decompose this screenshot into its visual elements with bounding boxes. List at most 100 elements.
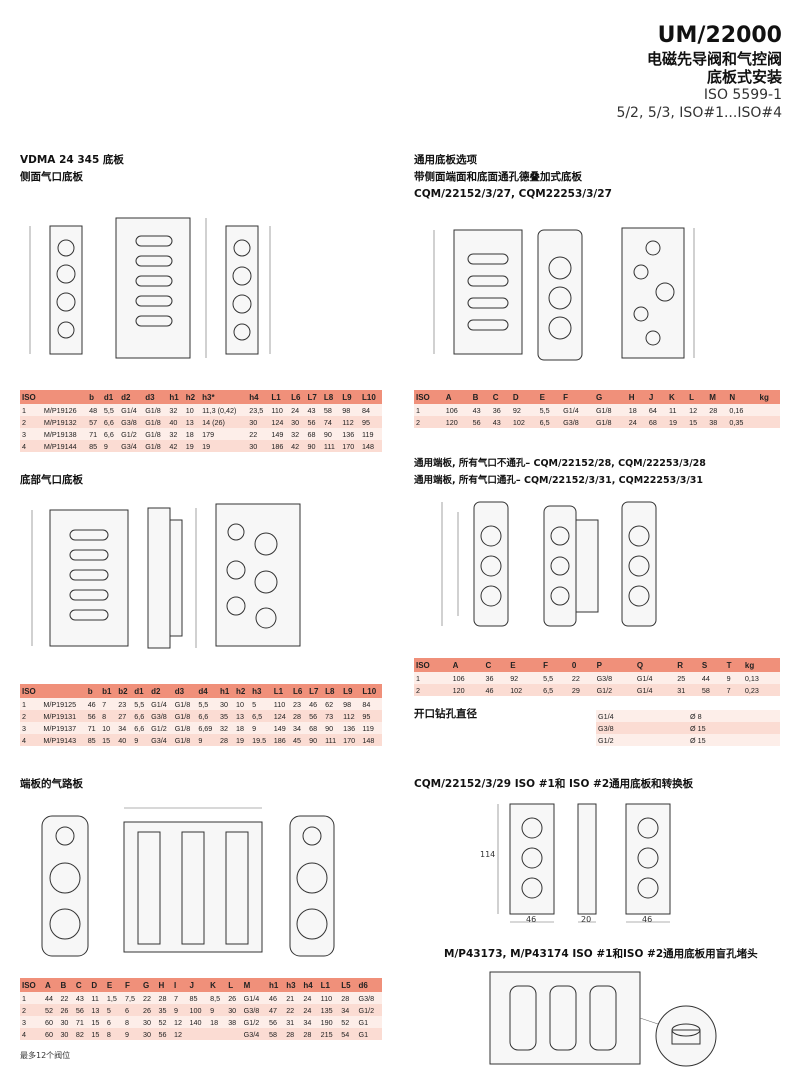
cell: G1/8 bbox=[593, 416, 627, 428]
cell: G1/2 bbox=[594, 684, 635, 696]
col-header: 0 bbox=[569, 658, 595, 672]
cell: 31 bbox=[284, 1016, 302, 1028]
cell: 135 bbox=[318, 1004, 340, 1016]
cell: 9 bbox=[171, 1004, 188, 1016]
cell: 85 bbox=[87, 440, 102, 452]
col-header: L8 bbox=[323, 684, 342, 698]
cell: 26 bbox=[58, 1004, 74, 1016]
sec5-title-line2: 通用端板, 所有气口通孔– CQM/22152/3/31, CQM22253/3… bbox=[414, 475, 704, 486]
cell: 56 bbox=[470, 416, 491, 428]
col-header: L bbox=[226, 978, 242, 992]
col-header: h1 bbox=[217, 684, 235, 698]
col-header: d3 bbox=[143, 390, 168, 404]
cell: 5,5 bbox=[196, 698, 218, 710]
sec3-note: 最多12个阀位 bbox=[20, 1051, 71, 1060]
cell: 186 bbox=[269, 440, 290, 452]
cell: 6,6 bbox=[196, 710, 218, 722]
cell: 10 bbox=[234, 698, 251, 710]
cell: 136 bbox=[340, 428, 360, 440]
cell: 23,5 bbox=[247, 404, 270, 416]
col-header: ISO bbox=[20, 978, 43, 992]
sec5-title-line1: 通用端板, 所有气口不通孔– CQM/22152/28, CQM/22253/3… bbox=[414, 458, 706, 469]
cell: 26 bbox=[141, 1004, 157, 1016]
cell: G1/8 bbox=[172, 734, 197, 746]
cell: 74 bbox=[321, 416, 341, 428]
cell bbox=[757, 404, 780, 416]
col-header: kg bbox=[742, 658, 780, 672]
cell: Ø 8 bbox=[688, 710, 780, 722]
sec4-title: 通用底板选项 带侧面端面和底面通孔德叠加式底板 CQM/22152/3/27, … bbox=[414, 152, 612, 203]
col-header: b2 bbox=[116, 684, 133, 698]
cell: 22 bbox=[569, 672, 595, 684]
cell: 9 bbox=[132, 734, 150, 746]
col-header: A bbox=[443, 390, 471, 404]
col-header: d6 bbox=[356, 978, 382, 992]
col-header: L1 bbox=[271, 684, 292, 698]
cell: 15 bbox=[100, 734, 117, 746]
cell: 29 bbox=[569, 684, 595, 696]
col-header: h3 bbox=[250, 684, 272, 698]
col-header: L10 bbox=[359, 390, 382, 404]
col-header: h3* bbox=[200, 390, 248, 404]
cell: 46 bbox=[307, 698, 324, 710]
cell: M/P19143 bbox=[41, 734, 86, 746]
cell: 84 bbox=[359, 404, 382, 416]
cell: M/P19126 bbox=[41, 404, 88, 416]
cell: 8 bbox=[104, 1028, 123, 1040]
col-header: L6 bbox=[291, 684, 308, 698]
cell: 26 bbox=[226, 992, 242, 1004]
cell: 68 bbox=[646, 416, 668, 428]
cell: G1/4 bbox=[149, 698, 173, 710]
col-header: L6 bbox=[289, 390, 306, 404]
cell: 170 bbox=[340, 440, 360, 452]
cell: 28 bbox=[339, 992, 357, 1004]
col-header: L9 bbox=[340, 390, 360, 404]
col-header: H bbox=[626, 390, 647, 404]
cell: 46 bbox=[266, 992, 285, 1004]
sec3-title: 端板的气路板 bbox=[20, 778, 83, 790]
col-header: h2 bbox=[183, 390, 201, 404]
dim-height-label: 114 bbox=[480, 850, 496, 859]
cell: 34 bbox=[116, 722, 133, 734]
cell: G1/8 bbox=[143, 416, 168, 428]
col-header: A bbox=[450, 658, 484, 672]
col-header: L8 bbox=[321, 390, 341, 404]
cell: 68 bbox=[305, 428, 322, 440]
cell: 84 bbox=[360, 698, 382, 710]
col-header: h3 bbox=[284, 978, 302, 992]
cell: 28 bbox=[291, 710, 308, 722]
cell: 32 bbox=[167, 428, 184, 440]
cell: 7,5 bbox=[122, 992, 142, 1004]
cell: 4 bbox=[20, 440, 42, 452]
product-subtitle: 电磁先导阀和气控阀 bbox=[646, 49, 782, 68]
col-header: L bbox=[687, 390, 708, 404]
cell: 27 bbox=[116, 710, 133, 722]
cell: 28 bbox=[156, 992, 172, 1004]
col-header bbox=[41, 684, 86, 698]
cell: 12 bbox=[171, 1016, 188, 1028]
cell: 52 bbox=[339, 1016, 357, 1028]
cell: 85 bbox=[85, 734, 101, 746]
cell: 2 bbox=[20, 1004, 43, 1016]
cell: 71 bbox=[85, 722, 101, 734]
cell: 6,6 bbox=[101, 428, 120, 440]
cell: 9 bbox=[724, 672, 743, 684]
cell: G1/2 bbox=[596, 734, 688, 746]
end-plate-manifold-drawing bbox=[20, 796, 340, 972]
col-header: L1 bbox=[269, 390, 290, 404]
cell: 11,3 (0,42) bbox=[200, 404, 248, 416]
cell: 8,5 bbox=[208, 992, 227, 1004]
cell: G3/4 bbox=[149, 734, 173, 746]
cell: 140 bbox=[187, 1016, 209, 1028]
cell: 68 bbox=[307, 722, 324, 734]
cell: 1 bbox=[414, 672, 451, 684]
cell: 30 bbox=[217, 698, 235, 710]
cell: 23 bbox=[116, 698, 133, 710]
col-header: ISO bbox=[20, 390, 42, 404]
